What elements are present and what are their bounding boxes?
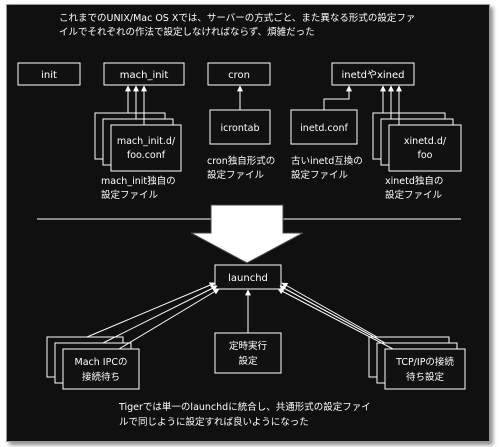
cron-box: cron — [207, 62, 271, 86]
caption-xinetd-line-2: 設定ファイル — [385, 189, 443, 201]
caption-xinetd-line-1: xinetd独自の — [385, 175, 443, 187]
mach-ipc-line-2: 接続待ち — [82, 371, 120, 383]
mach-ipc-line-1: Mach IPCの — [75, 357, 128, 368]
header-line-2: イルでそれぞれの作法で設定しなければならず、煩雑だった — [59, 26, 315, 38]
cron-label: cron — [228, 70, 250, 81]
caption-inetd-line-1: 古いinetd互換の — [291, 155, 363, 167]
xinetd-conf-stack: xinetd.d/ foo — [372, 112, 462, 172]
caption-mach-line-2: 設定ファイル — [101, 189, 159, 201]
xinetd-conf-line-1: xinetd.d/ — [404, 136, 447, 147]
footer-line-1: Tigerでは単一のlaunchdに統合し、共通形式の設定ファイ — [118, 401, 371, 413]
arrow-tcpip-2 — [279, 285, 386, 344]
arrow-inetd-conf — [323, 85, 352, 110]
scheduled-line-2: 設定 — [238, 355, 258, 367]
caption-cron-line-1: cron独自形式の — [207, 155, 275, 167]
tcpip-stack: TCP/IPの接続 待ち設定 — [368, 336, 466, 390]
launchd-label: launchd — [228, 273, 268, 284]
caption-mach-line-1: mach_init独自の — [101, 175, 176, 187]
init-label: init — [41, 70, 57, 81]
arrow-mach-ipc-3 — [118, 288, 220, 350]
launchd-diagram: これまでのUNIX/Mac OS Xでは、サーバーの方式ごと、また異なる形式の設… — [17, 12, 466, 428]
mach-conf-line-2: foo.conf — [127, 150, 166, 161]
mach-conf-line-1: mach_init.d/ — [117, 136, 176, 147]
inetd-label: inetdやxined — [341, 69, 404, 81]
arrow-mach-ipc-2 — [102, 285, 218, 344]
mach-init-box: mach_init — [103, 62, 185, 86]
big-down-arrow — [190, 204, 304, 264]
xinetd-conf-line-2: foo — [418, 150, 433, 161]
mach-init-conf-stack: mach_init.d/ foo.conf — [94, 112, 182, 172]
tcpip-line-2: 待ち設定 — [406, 371, 445, 383]
mach-init-label: mach_init — [120, 70, 169, 81]
header-line-1: これまでのUNIX/Mac OS Xでは、サーバーの方式ごと、また異なる形式の設… — [59, 12, 415, 24]
arrow-tcpip-3 — [277, 288, 394, 350]
inetd-conf-label: inetd.conf — [300, 123, 348, 134]
arrow-tcpip-1 — [281, 282, 378, 338]
scheduled-line-1: 定時実行 — [229, 340, 268, 352]
caption-cron-line-2: 設定ファイル — [207, 169, 265, 181]
init-box: init — [17, 62, 81, 86]
inetd-conf-box: inetd.conf — [290, 109, 358, 145]
diagram-frame: これまでのUNIX/Mac OS Xでは、サーバーの方式ごと、また異なる形式の設… — [6, 4, 490, 442]
icrontab-label: icrontab — [221, 123, 260, 134]
scheduled-box: 定時実行 設定 — [214, 332, 282, 374]
footer-line-2: ルで同じように設定すれば良いようになった — [119, 416, 309, 428]
caption-inetd-line-2: 設定ファイル — [291, 169, 349, 181]
icrontab-box: icrontab — [209, 109, 271, 145]
tcpip-line-1: TCP/IPの接続 — [395, 356, 454, 368]
launchd-box: launchd — [214, 264, 282, 290]
inetd-box: inetdやxined — [331, 62, 415, 86]
mach-ipc-stack: Mach IPCの 接続待ち — [46, 336, 140, 390]
arrow-mach-ipc-1 — [86, 282, 216, 338]
